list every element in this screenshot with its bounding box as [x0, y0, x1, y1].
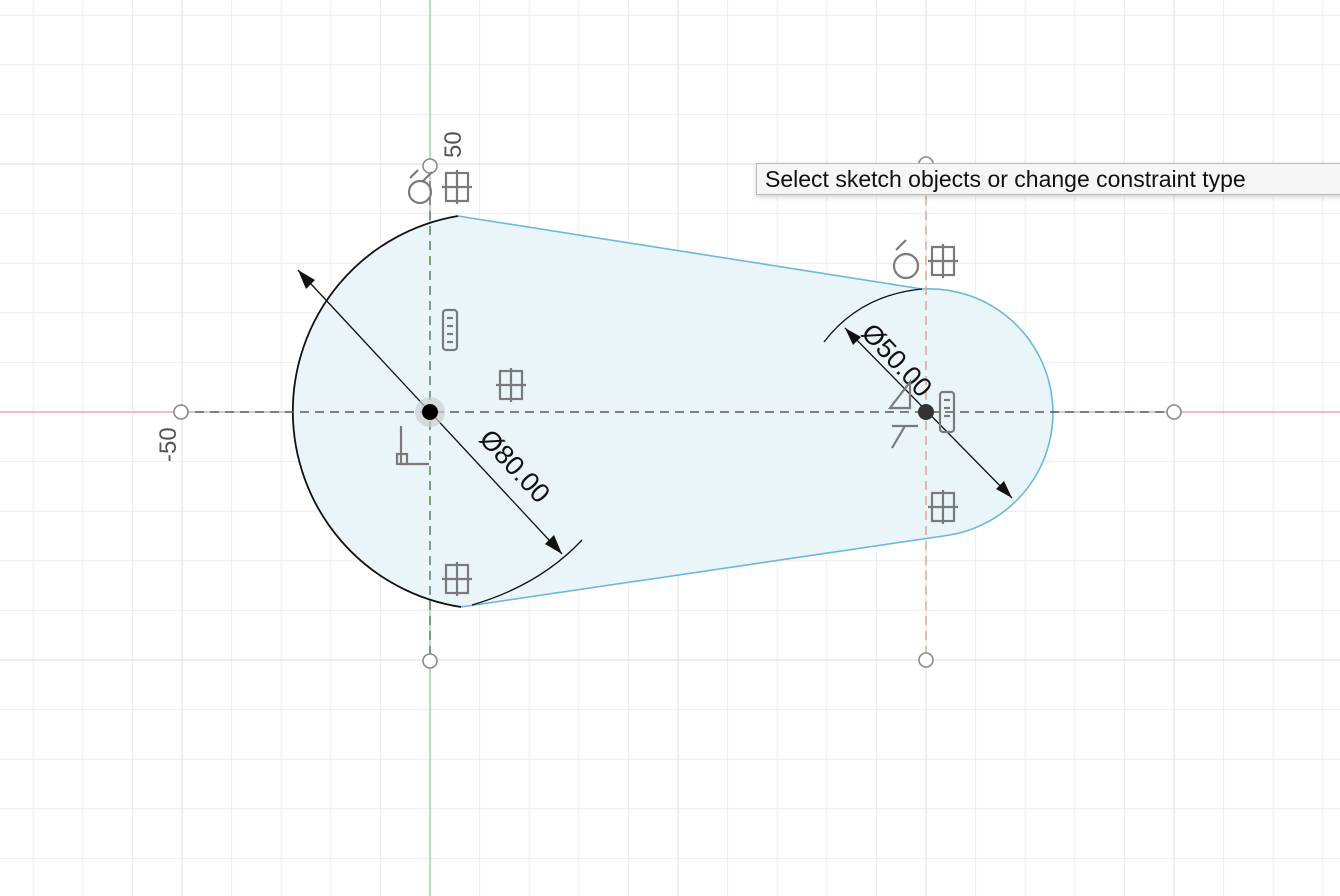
coincident-constraint-icon[interactable]: [395, 426, 429, 466]
tangent-constraint-icon[interactable]: [407, 169, 433, 205]
top-tangent-line[interactable]: [457, 215, 923, 290]
horizontal-vertical-constraint-icon[interactable]: [928, 490, 958, 524]
perpendicular-constraint-icon[interactable]: [891, 424, 918, 449]
bottom-tangent-line[interactable]: [460, 534, 951, 608]
horizontal-vertical-constraint-icon[interactable]: [928, 244, 958, 278]
tooltip: Select sketch objects or change constrai…: [756, 163, 1340, 195]
sketch-point-icon[interactable]: [1166, 404, 1182, 420]
horizontal-vertical-constraint-icon[interactable]: [496, 368, 526, 402]
small-circle-arc[interactable]: [921, 288, 1054, 536]
sketch-point-icon[interactable]: [173, 404, 189, 420]
axis-label-minus-50: -50: [155, 427, 182, 462]
horizontal-vertical-constraint-icon[interactable]: [442, 562, 472, 596]
sketch-point-icon[interactable]: [918, 652, 934, 668]
horizontal-vertical-constraint-icon[interactable]: [442, 170, 472, 204]
sketch-point-icon[interactable]: [422, 653, 438, 669]
fix-lock-constraint-icon[interactable]: [938, 390, 956, 434]
fix-lock-constraint-icon[interactable]: [441, 308, 459, 352]
sketch-profile-region[interactable]: [292, 216, 1053, 607]
small-circle-center-point[interactable]: [918, 404, 934, 420]
perpendicular-constraint-icon[interactable]: [887, 378, 912, 410]
large-circle-arc[interactable]: [291, 215, 462, 608]
tooltip-text: Select sketch objects or change constrai…: [765, 166, 1246, 192]
large-circle-center-point[interactable]: [415, 397, 445, 427]
tangent-constraint-icon[interactable]: [892, 239, 920, 280]
sketch-point-icon[interactable]: [422, 158, 438, 174]
axis-label-50: 50: [440, 131, 467, 158]
